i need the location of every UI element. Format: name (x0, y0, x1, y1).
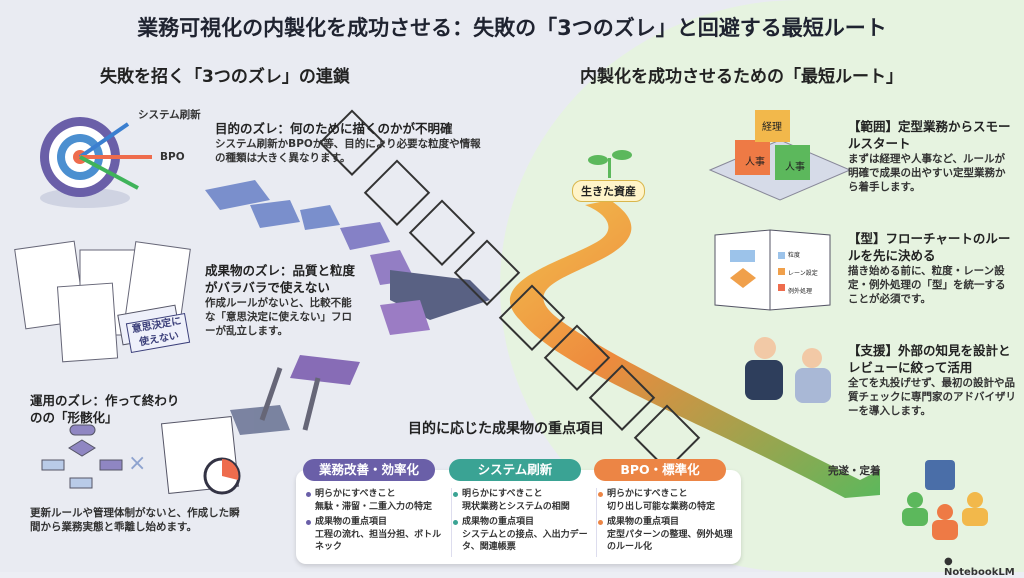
target-label-system: システム刷新 (138, 109, 201, 121)
issue-deliverable: 成果物のズレ：品質と粒度がバラバラで使えない 作成ルールがないと、比較不能な「意… (205, 263, 356, 337)
page-title: 業務可視化の内製化を成功させる：失敗の「3つのズレ」と回避する最短ルート (137, 16, 887, 40)
cross-icon: × (128, 451, 146, 476)
route-scope: 【範囲】定型業務からスモールスタート まずは経理や人事など、ルールが明確で成果の… (848, 119, 1011, 193)
focus-column-improvement: 明らかにすべきこと無駄・滞留・二重入力の特定 成果物の重点項目工程の流れ、担当分… (305, 488, 445, 557)
broken-path-tiles (205, 180, 490, 435)
route-template: 【型】フローチャートのルールを先に決める 描き始める前に、粒度・レーン設定・例外… (848, 231, 1011, 305)
book-legend: 粒度 レーン設定 例外処理 (788, 252, 818, 295)
road-start-label: 生きた資産 (572, 180, 645, 202)
route-support: 【支援】外部の知見を設計とレビューに絞って活用 全てを丸投げせず、最初の設計や品… (848, 343, 1016, 417)
left-heading: 失敗を招く「3つのズレ」の連鎖 (100, 67, 350, 87)
focus-column-system: 明らかにすべきこと現状業務とシステムの相関 成果物の重点項目システムとの接点、入… (451, 488, 591, 557)
road-path (509, 200, 880, 498)
diamond-outline-overlay (318, 109, 701, 471)
right-heading: 内製化を成功させるための「最短ルート」 (580, 67, 903, 87)
issue-operation-heading: 運用のズレ：作って終わりのの「形骸化」 (30, 393, 180, 425)
team-database-icon (902, 460, 988, 540)
focus-pill-system: システム刷新 (449, 459, 581, 481)
open-book-icon (714, 229, 831, 311)
brand-name: NotebookLM (944, 567, 1015, 578)
consultants-icon (745, 337, 831, 403)
cube-label: 人事 (745, 155, 765, 168)
focus-pill-improvement: 業務改善・効率化 (303, 459, 435, 481)
issue-purpose: 目的のズレ：何のために描くのかが不明確 システム刷新かBPOか等、目的により必要… (215, 121, 481, 164)
brand-logo: ● NotebookLM (944, 556, 1015, 578)
focus-heading: 目的に応じた成果物の重点項目 (408, 421, 604, 437)
flowchart-icon (41, 424, 123, 489)
focus-column-bpo: 明らかにすべきこと切り出し可能な業務の特定 成果物の重点項目定型パターンの整理、… (596, 488, 736, 557)
road-end-label: 完遂・定着 (828, 465, 881, 477)
stopwatch-icon (203, 457, 241, 495)
cube-label: 人事 (785, 160, 805, 173)
cubes-icon: 人事 人事 経理 (708, 110, 852, 201)
focus-card (296, 470, 741, 564)
cube-label: 経理 (762, 120, 782, 133)
sprout-icon (588, 150, 632, 178)
target-label-bpo: BPO (160, 151, 185, 163)
issue-operation-text: 更新ルールや管理体制がないと、作成した瞬間から業務実態と乖離し始めます。 (30, 507, 240, 533)
focus-pill-bpo: BPO・標準化 (594, 459, 726, 481)
target-icon (40, 117, 152, 208)
broken-gate-icon (259, 367, 321, 431)
